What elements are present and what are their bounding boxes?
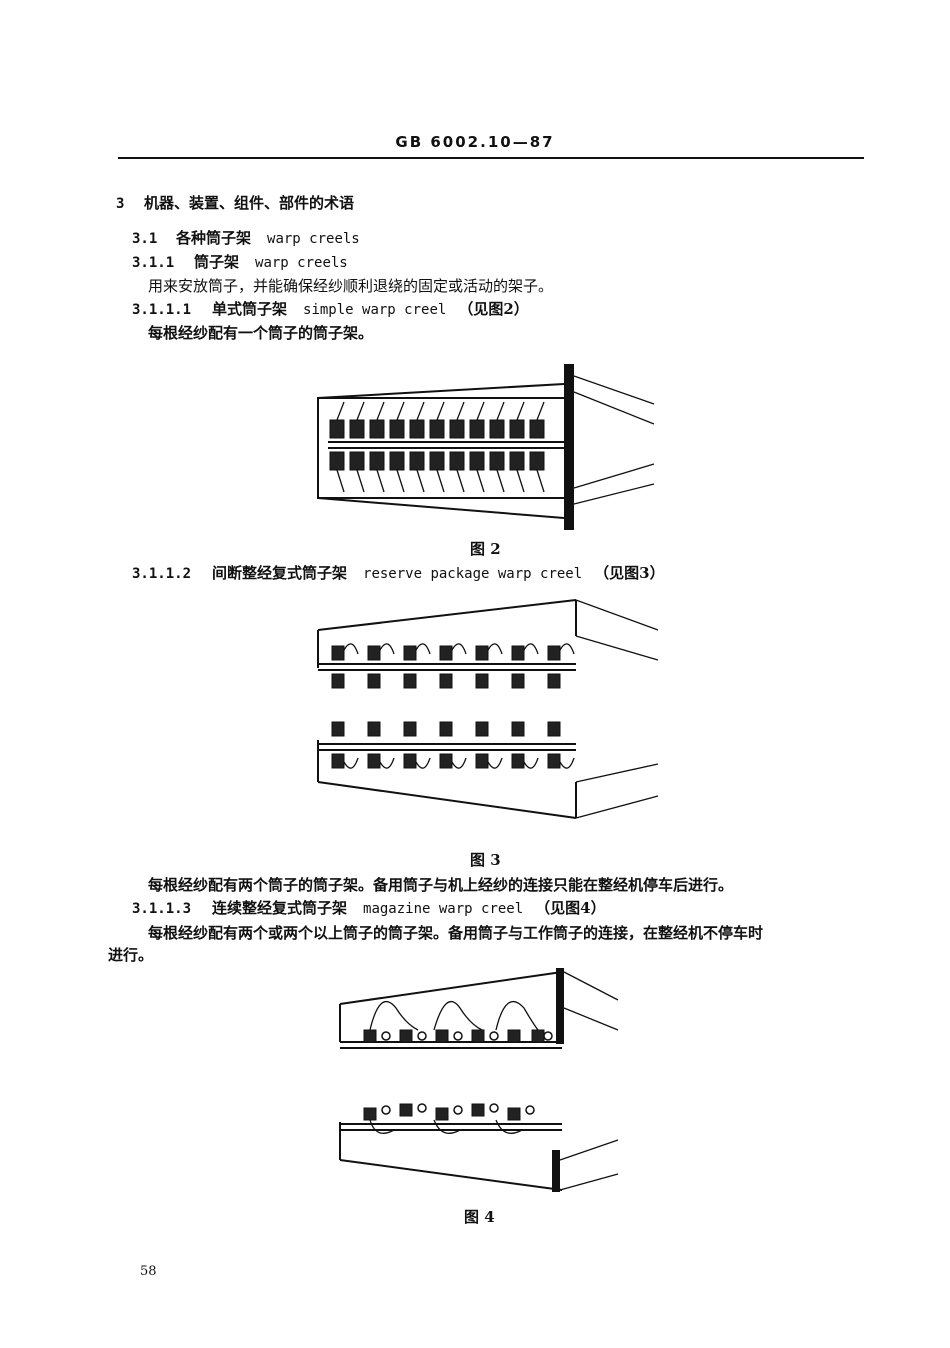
transfer-tail-loops-upper xyxy=(369,1001,539,1031)
package-chain-lower xyxy=(363,1103,535,1121)
header-rule xyxy=(118,157,864,159)
term-3-1-1-1-definition: 每根经纱配有一个筒子的筒子架。 xyxy=(148,324,374,342)
figure-reference: （见图2） xyxy=(458,300,529,318)
standard-number: GB 6002.10—87 xyxy=(395,133,555,151)
term-number: 3.1.1.2 xyxy=(132,566,192,582)
term-en: magazine warp creel xyxy=(363,901,524,917)
term-3-1-1-definition: 用来安放筒子，并能确保经纱顺利退绕的固定或活动的架子。 xyxy=(148,277,554,295)
yarn-loops xyxy=(343,643,575,769)
figure-4-caption: 图 4 xyxy=(464,1208,495,1226)
term-3-1-1-3-definition-line2: 进行。 xyxy=(108,946,154,964)
term-zh: 间断整经复式筒子架 xyxy=(212,564,348,582)
package-row-upper xyxy=(329,419,545,439)
figure-3-reserve-package-warp-creel xyxy=(317,599,659,819)
term-zh: 筒子架 xyxy=(194,253,240,271)
package-row-lower xyxy=(329,451,545,471)
section-heading: 3 机器、装置、组件、部件的术语 xyxy=(116,192,354,213)
package-pairs-upper xyxy=(331,645,561,689)
section-number: 3 xyxy=(116,196,125,212)
term-3-1-1-1: 3.1.1.1 单式筒子架 simple warp creel （见图2） xyxy=(132,298,529,319)
figure-2-simple-warp-creel xyxy=(317,364,655,530)
figure-2-caption: 图 2 xyxy=(470,540,501,558)
figure-3-caption: 图 3 xyxy=(470,851,501,869)
term-en: reserve package warp creel xyxy=(363,566,583,582)
section-title: 机器、装置、组件、部件的术语 xyxy=(144,194,355,212)
figure-reference: （见图4） xyxy=(535,899,606,917)
term-3-1: 3.1 各种筒子架 warp creels xyxy=(132,227,360,248)
term-number: 3.1.1 xyxy=(132,255,175,271)
term-en: warp creels xyxy=(255,255,348,271)
term-number: 3.1 xyxy=(132,231,158,247)
term-zh: 连续整经复式筒子架 xyxy=(212,899,348,917)
term-number: 3.1.1.3 xyxy=(132,901,192,917)
term-3-1-1-2-definition: 每根经纱配有两个筒子的筒子架。备用筒子与机上经纱的连接只能在整经机停车后进行。 xyxy=(148,876,734,894)
term-zh: 单式筒子架 xyxy=(212,300,288,318)
term-number: 3.1.1.1 xyxy=(132,302,192,318)
package-pairs-lower xyxy=(331,721,561,769)
term-3-1-1-3: 3.1.1.3 连续整经复式筒子架 magazine warp creel （见图4） xyxy=(132,897,606,918)
term-3-1-1: 3.1.1 筒子架 warp creels xyxy=(132,251,348,272)
term-en: warp creels xyxy=(267,231,360,247)
transfer-tail-loops-lower xyxy=(369,1119,523,1134)
yarn-guides xyxy=(336,401,545,493)
package-chain-upper xyxy=(363,1029,553,1043)
term-3-1-1-2: 3.1.1.2 间断整经复式筒子架 reserve package warp cre… xyxy=(132,562,665,583)
term-3-1-1-3-definition-line1: 每根经纱配有两个或两个以上筒子的筒子架。备用筒子与工作筒子的连接，在整经机不停车… xyxy=(148,924,764,942)
figure-reference: （见图3） xyxy=(594,564,665,582)
term-en: simple warp creel xyxy=(303,302,447,318)
term-zh: 各种筒子架 xyxy=(176,229,252,247)
figure-4-magazine-warp-creel xyxy=(339,968,619,1192)
page-number: 58 xyxy=(140,1264,157,1279)
